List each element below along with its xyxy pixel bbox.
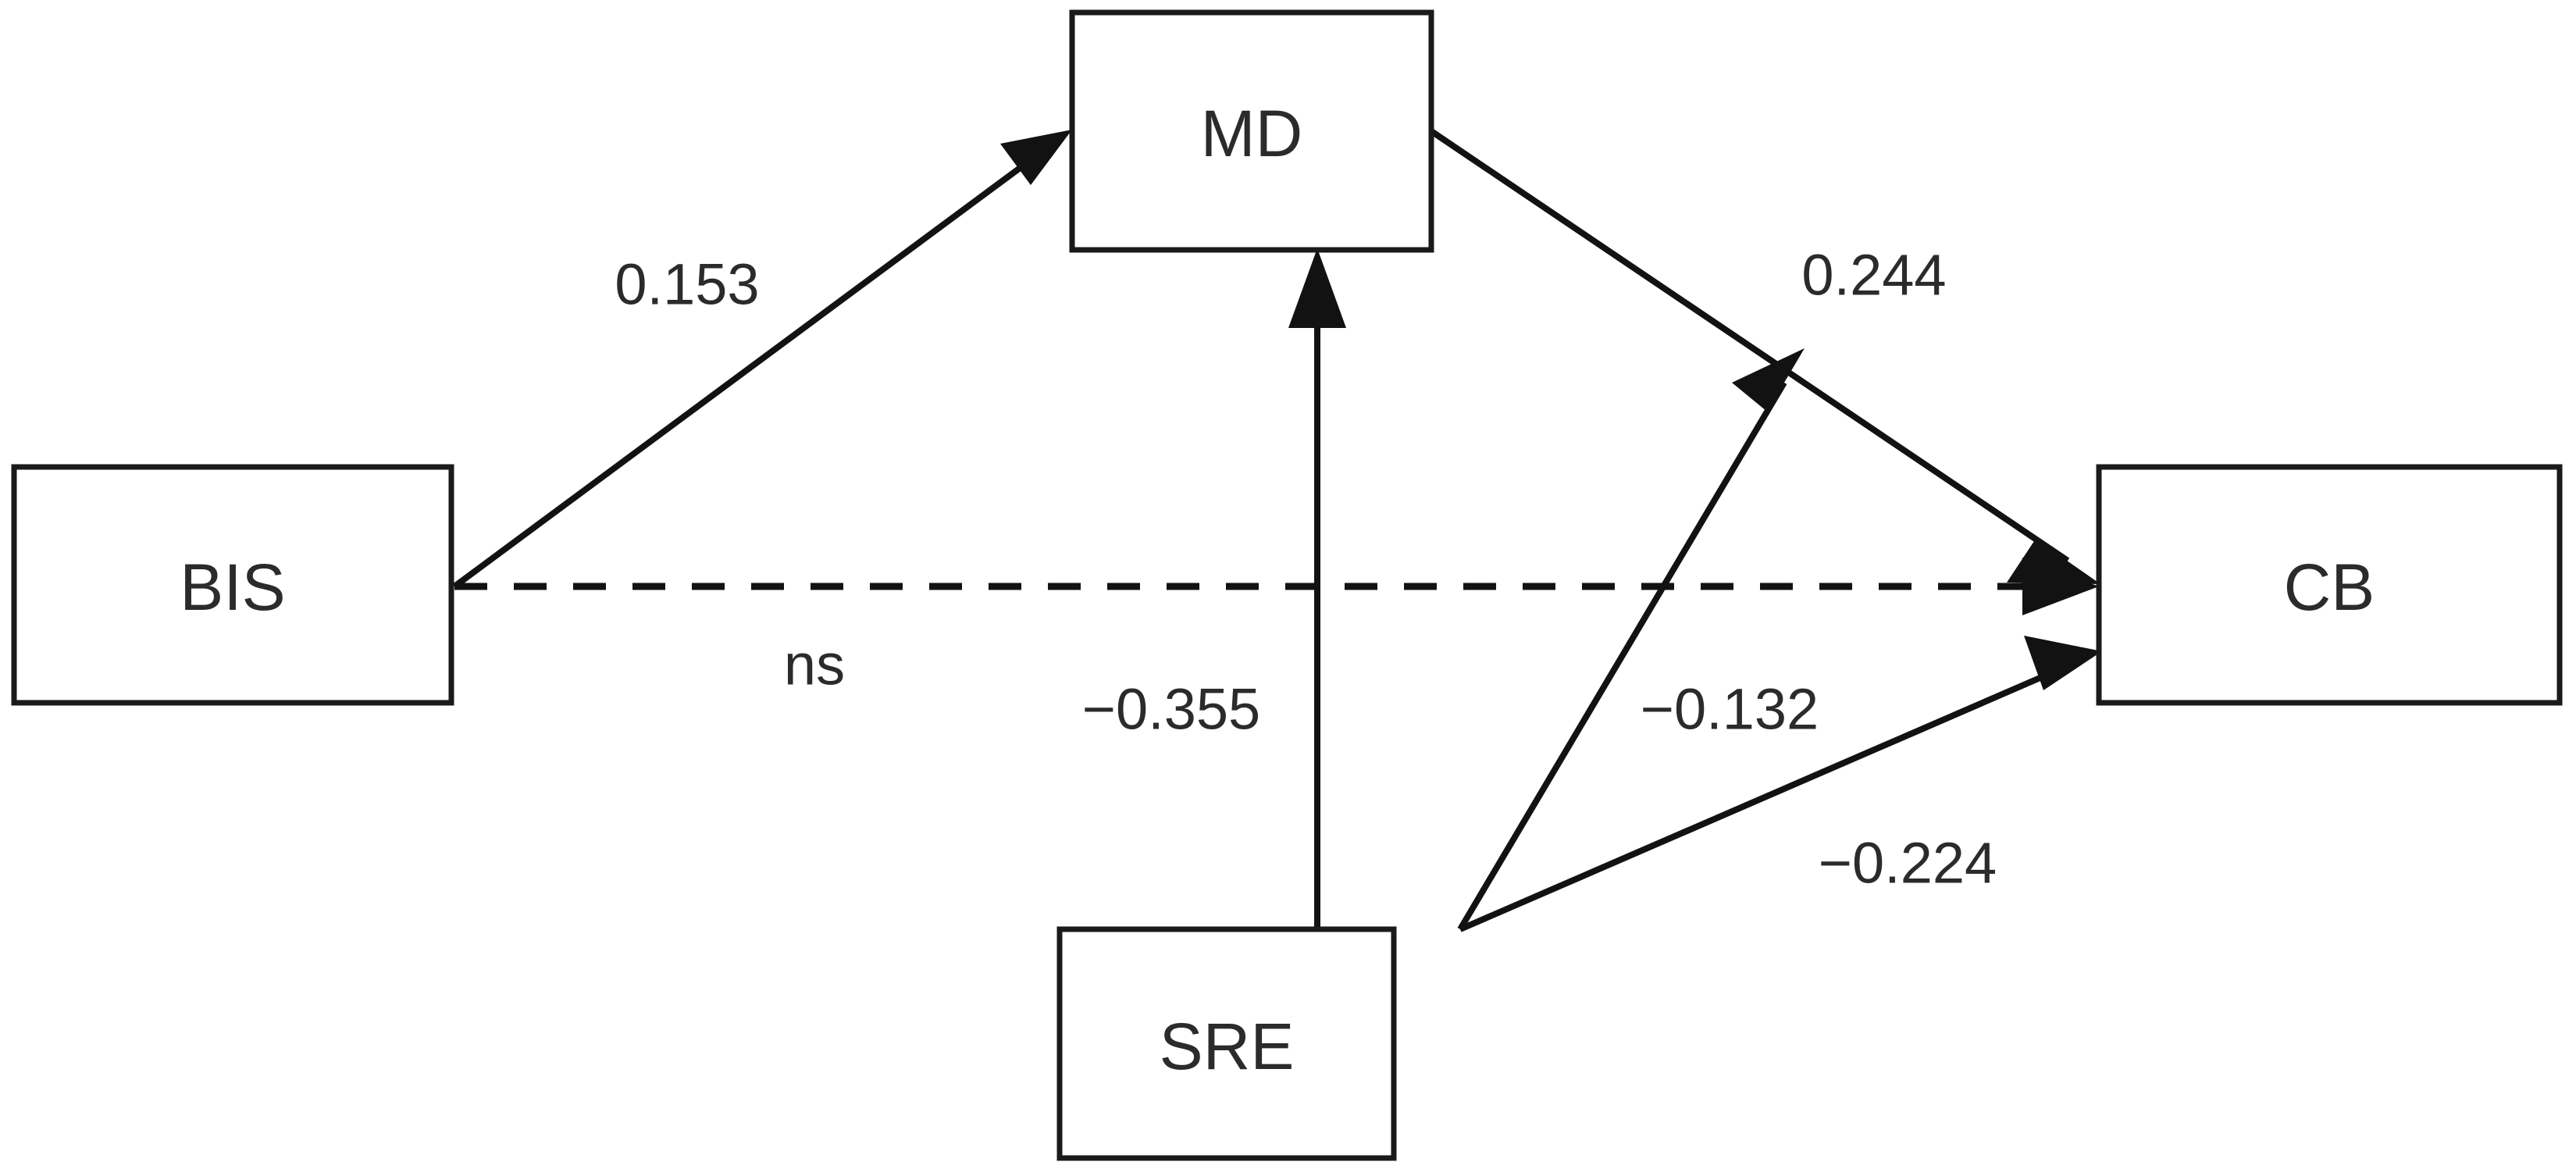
edge-sre-to-cb-mediated [1457, 348, 1805, 932]
node-sre[interactable]: SRE [1056, 926, 1397, 1161]
edge-label-sre-cb-mediated: −0.132 [1641, 677, 1819, 742]
node-cb[interactable]: CB [2096, 464, 2563, 706]
edge-sre-to-cb-direct [1459, 636, 2102, 932]
edge-sre-to-cb-direct-line [1459, 664, 2067, 932]
edge-sre-to-cb-mediated-line [1457, 380, 1787, 932]
node-sre-box[interactable] [1056, 926, 1397, 1161]
edge-bis-to-md-arrowhead [1000, 130, 1072, 185]
edge-md-to-cb-arrowhead [2007, 539, 2100, 584]
edge-sre-to-md [1288, 248, 1346, 929]
edge-label-md-cb: 0.244 [1801, 243, 1946, 308]
edge-label-sre-md: −0.355 [1082, 677, 1260, 742]
node-md[interactable]: MD [1069, 9, 1434, 253]
node-md-box[interactable] [1069, 9, 1434, 253]
node-bis[interactable]: BIS [11, 464, 454, 706]
edge-sre-to-md-arrowhead [1288, 248, 1346, 328]
edge-md-to-cb [1429, 128, 2100, 584]
edge-bis-to-md-line [452, 150, 1042, 590]
edge-label-sre-cb-direct: −0.224 [1819, 831, 1997, 896]
node-md-label: MD [1201, 97, 1303, 170]
node-cb-label: CB [2284, 551, 2375, 624]
node-cb-box[interactable] [2096, 464, 2563, 706]
edge-label-bis-md: 0.153 [615, 252, 759, 317]
node-bis-label: BIS [180, 551, 285, 624]
edge-label-bis-cb-ns: ns [784, 633, 845, 697]
edge-sre-to-cb-direct-arrowhead [2024, 636, 2102, 690]
edge-sre-to-cb-mediated-arrowhead [1732, 348, 1805, 412]
node-bis-box[interactable] [11, 464, 454, 706]
node-sre-label: SRE [1160, 1010, 1295, 1083]
edge-md-to-cb-line [1429, 128, 2070, 564]
edge-bis-to-cb [454, 558, 2099, 615]
edge-bis-to-md [452, 130, 1072, 590]
